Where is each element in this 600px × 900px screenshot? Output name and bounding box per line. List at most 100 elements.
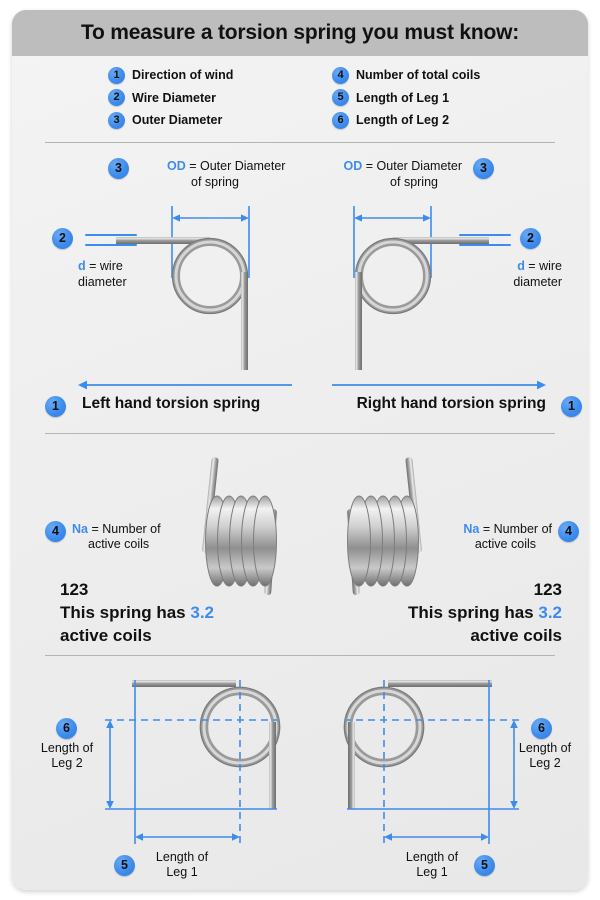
wire-diameter-marker-right (459, 234, 511, 246)
header-bar: To measure a torsion spring you must kno… (12, 10, 588, 56)
coil-count-block-left: 123 This spring has 3.2 active coils (60, 578, 280, 647)
section-divider-3 (45, 655, 555, 656)
spring-down-leg (241, 272, 248, 370)
badge-number-1: 1 (561, 396, 582, 417)
leg-down-wire (269, 722, 276, 809)
coil-count-digits: 123 (60, 580, 89, 599)
leg1-badge-right-wrap: 5 (474, 855, 495, 876)
wire-symbol: d (78, 259, 86, 273)
legend-item-5: 5 Length of Leg 1 (332, 87, 480, 110)
section-divider-2 (45, 433, 555, 434)
infographic-card: To measure a torsion spring you must kno… (12, 10, 588, 890)
wire-badge-right-wrap: 2 (520, 228, 541, 249)
right-wind-direction-arrow (332, 380, 546, 390)
left-leg-length-diagram (105, 680, 281, 844)
badge-number-4: 4 (332, 66, 349, 84)
legend-item-label: Length of Leg 2 (356, 113, 450, 128)
coils-badge-left-wrap: 4 (45, 521, 66, 542)
od-text-line2: of spring (191, 175, 239, 189)
spring-coil-outer-edge (171, 237, 249, 315)
wire-marker-line-bottom (85, 244, 137, 246)
badge-number-4: 4 (558, 521, 579, 542)
leg2-badge-right-wrap: 6 (531, 718, 552, 739)
legend-item-2: 2 Wire Diameter (108, 87, 233, 110)
wire-marker-line-top (459, 234, 511, 236)
page-title: To measure a torsion spring you must kno… (80, 21, 520, 44)
badge-number-5: 5 (332, 89, 349, 107)
leg1-label-line2: Leg 1 (166, 865, 198, 879)
leg1-badge-left-wrap: 5 (114, 855, 135, 876)
badge-number-6: 6 (531, 718, 552, 739)
legend-item-label: Direction of wind (132, 68, 234, 83)
right-hand-spring-diagram (353, 206, 489, 370)
na-note-right: Na = Number of active coils (412, 522, 552, 552)
wind-badge-left-wrap: 1 (45, 396, 66, 417)
legend: 1 Direction of wind 2 Wire Diameter 3 Ou… (12, 64, 588, 134)
leg1-arrow-right (232, 833, 240, 841)
na-symbol: Na (463, 522, 480, 536)
legend-item-label: Number of total coils (356, 68, 481, 83)
wire-note-left: d = wire diameter (78, 258, 188, 290)
coil-sentence-prefix: This spring has (60, 603, 191, 622)
leg2-label-right: Length of Leg 2 (504, 741, 586, 771)
wind-badge-right-wrap: 1 (561, 396, 582, 417)
leg2-arrow-bottom (106, 801, 114, 809)
legend-item-6: 6 Length of Leg 2 (332, 109, 480, 132)
leg1-arrow-left (135, 833, 143, 841)
badge-number-4: 4 (45, 521, 66, 542)
badge-number-3: 3 (108, 158, 129, 179)
wire-text-line1: = wire (524, 259, 562, 273)
legend-item-label: Outer Diameter (132, 113, 223, 128)
coil-count-digits: 123 (533, 580, 562, 599)
coils-badge-right-wrap: 4 (558, 521, 579, 542)
left-coil-spring-image (202, 457, 277, 595)
badge-number-6: 6 (332, 111, 349, 129)
left-wind-direction-arrow (78, 380, 292, 390)
coil-sentence-prefix: This spring has (408, 603, 539, 622)
coil-sentence-value: 3.2 (538, 603, 562, 622)
right-leg-length-diagram (343, 680, 519, 844)
legend-item-label: Length of Leg 1 (356, 90, 450, 105)
wire-diameter-marker-left (85, 234, 137, 246)
left-hand-spring-label: Left hand torsion spring (82, 395, 261, 412)
leg1-label-line1: Length of (405, 850, 459, 864)
od-arrow-left (354, 214, 362, 222)
legend-item-4: 4 Number of total coils (332, 64, 480, 87)
badge-number-3: 3 (108, 111, 125, 129)
spring-top-leg (116, 237, 210, 244)
na-text-line1: = Number of (479, 522, 552, 536)
legend-item-label: Wire Diameter (132, 90, 216, 105)
coil-sentence-suffix: active coils (60, 626, 152, 645)
leg2-arrow-top (510, 720, 518, 728)
wire-note-right: d = wire diameter (452, 258, 562, 290)
legend-column-right: 4 Number of total coils 5 Length of Leg … (332, 64, 480, 132)
od-text-line1: = Outer Diameter (185, 159, 286, 173)
spring-coil-highlight (174, 240, 246, 312)
coil-sentence: This spring has 3.2 (60, 601, 280, 624)
coil-count-block-right: 123 This spring has 3.2 active coils (342, 578, 562, 647)
legend-item-3: 3 Outer Diameter (108, 109, 233, 132)
badge-number-5: 5 (114, 855, 135, 876)
na-symbol: Na (72, 522, 88, 536)
spring-top-leg (393, 237, 489, 244)
coil-sentence-value: 3.2 (190, 603, 214, 622)
leg1-label-right: Length of Leg 1 (390, 850, 474, 880)
leg1-label-line1: Length of (155, 850, 209, 864)
badge-number-2: 2 (108, 89, 125, 107)
right-coil-spring-image (347, 457, 422, 595)
coil-sentence-suffix: active coils (470, 626, 562, 645)
od-arrow-right (423, 214, 431, 222)
coil-body (347, 495, 419, 587)
leg1-label-left: Length of Leg 1 (140, 850, 224, 880)
leg2-label-left: Length of Leg 2 (26, 741, 108, 771)
leg2-label-line1: Length of (40, 741, 94, 755)
od-symbol: OD (343, 159, 363, 173)
na-text-line1: = Number of (87, 522, 161, 536)
leg1-label-line2: Leg 1 (416, 865, 448, 879)
wire-text-line1: = wire (85, 259, 123, 273)
od-badge-left-wrap: 3 (108, 158, 129, 179)
coil-body (205, 495, 277, 587)
badge-number-5: 5 (474, 855, 495, 876)
badge-number-3: 3 (473, 158, 494, 179)
legend-item-1: 1 Direction of wind (108, 64, 233, 87)
